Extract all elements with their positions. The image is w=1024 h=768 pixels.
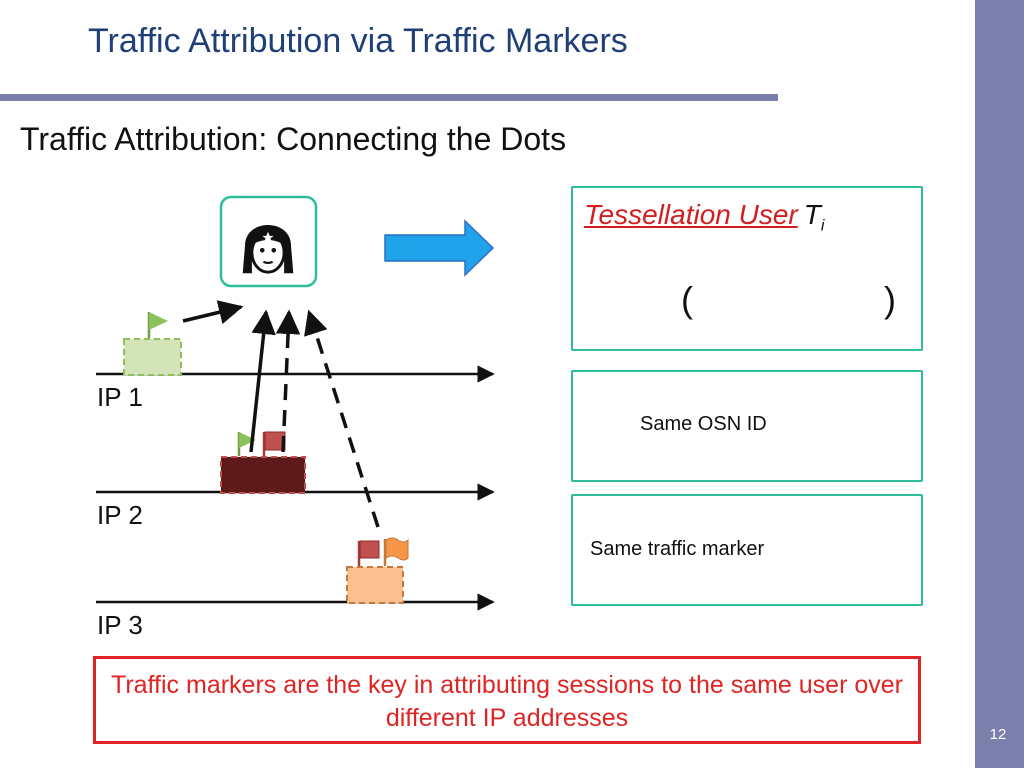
ip1-label: IP 1 xyxy=(97,382,143,412)
traffic-marker-label: Same traffic marker xyxy=(590,538,765,560)
page-number: 12 xyxy=(989,726,1007,743)
red-flag-icon xyxy=(262,431,286,456)
session-ip3 xyxy=(346,566,404,604)
session-ip2 xyxy=(220,456,306,494)
traffic-marker-panel xyxy=(571,494,923,606)
orange-wave-flag-icon xyxy=(383,537,409,566)
attribution-arrow-ip2-osn xyxy=(249,309,276,453)
ip2-label: IP 2 xyxy=(97,500,143,530)
title-underline xyxy=(0,94,778,101)
red-flag-icon xyxy=(357,540,380,566)
osn-id-label: Same OSN ID xyxy=(640,413,767,435)
tessellation-symbol-letter: T xyxy=(803,199,821,230)
slide-title: Traffic Attribution via Traffic Markers xyxy=(88,22,628,60)
osn-id-panel xyxy=(571,370,923,482)
attribution-arrow-ip1 xyxy=(182,300,244,325)
close-paren: ) xyxy=(884,279,896,320)
tessellation-user-panel xyxy=(571,186,923,351)
key-insight-callout: Traffic markers are the key in attributi… xyxy=(93,656,921,744)
tessellation-user-label: Tessellation User xyxy=(584,199,798,230)
open-paren: ( xyxy=(681,279,693,320)
tessellation-symbol-subscript: i xyxy=(820,217,825,235)
attribution-arrow-ip2-marker xyxy=(275,309,301,453)
result-arrow-icon xyxy=(384,219,495,277)
tessellation-symbol: Ti xyxy=(803,199,825,235)
ip3-label: IP 3 xyxy=(97,610,143,640)
green-flag-icon xyxy=(147,312,168,338)
attribution-arrow-ip3-marker xyxy=(304,309,380,528)
green-flag-icon xyxy=(237,432,256,456)
user-avatar-icon xyxy=(241,223,295,275)
slide-subtitle: Traffic Attribution: Connecting the Dots xyxy=(20,121,567,157)
side-accent-bar xyxy=(975,0,1024,768)
session-ip1 xyxy=(123,338,182,376)
